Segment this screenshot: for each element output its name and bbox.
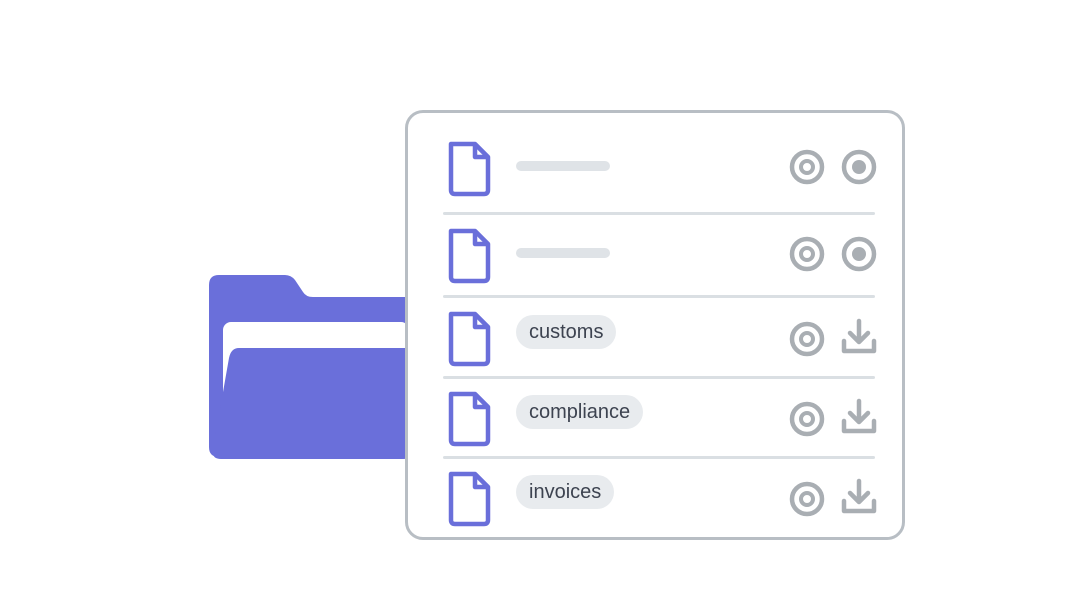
file-icon (446, 228, 496, 284)
target-icon[interactable] (787, 234, 827, 274)
file-icon (446, 311, 496, 367)
file-list-panel: customs compliance (405, 110, 905, 540)
file-icon (446, 471, 496, 527)
download-icon[interactable] (839, 317, 879, 357)
eye-icon[interactable] (839, 234, 879, 274)
target-icon[interactable] (787, 479, 827, 519)
file-tag: compliance (516, 395, 644, 429)
download-icon[interactable] (839, 397, 879, 437)
file-icon (446, 141, 496, 197)
file-row[interactable] (408, 141, 902, 223)
row-divider (443, 456, 875, 459)
row-divider (443, 376, 875, 379)
folder-open-icon (205, 272, 437, 464)
file-row[interactable]: compliance (408, 391, 902, 473)
file-row[interactable]: invoices (408, 471, 902, 553)
file-tag: customs (516, 315, 617, 349)
file-row[interactable]: customs (408, 311, 902, 393)
file-icon (446, 391, 496, 447)
target-icon[interactable] (787, 319, 827, 359)
row-divider (443, 212, 875, 215)
eye-icon[interactable] (839, 147, 879, 187)
target-icon[interactable] (787, 399, 827, 439)
file-row[interactable] (408, 228, 902, 310)
file-name-placeholder (516, 161, 610, 171)
target-icon[interactable] (787, 147, 827, 187)
file-tag: invoices (516, 475, 615, 509)
row-divider (443, 295, 875, 298)
file-name-placeholder (516, 248, 610, 258)
download-icon[interactable] (839, 477, 879, 517)
